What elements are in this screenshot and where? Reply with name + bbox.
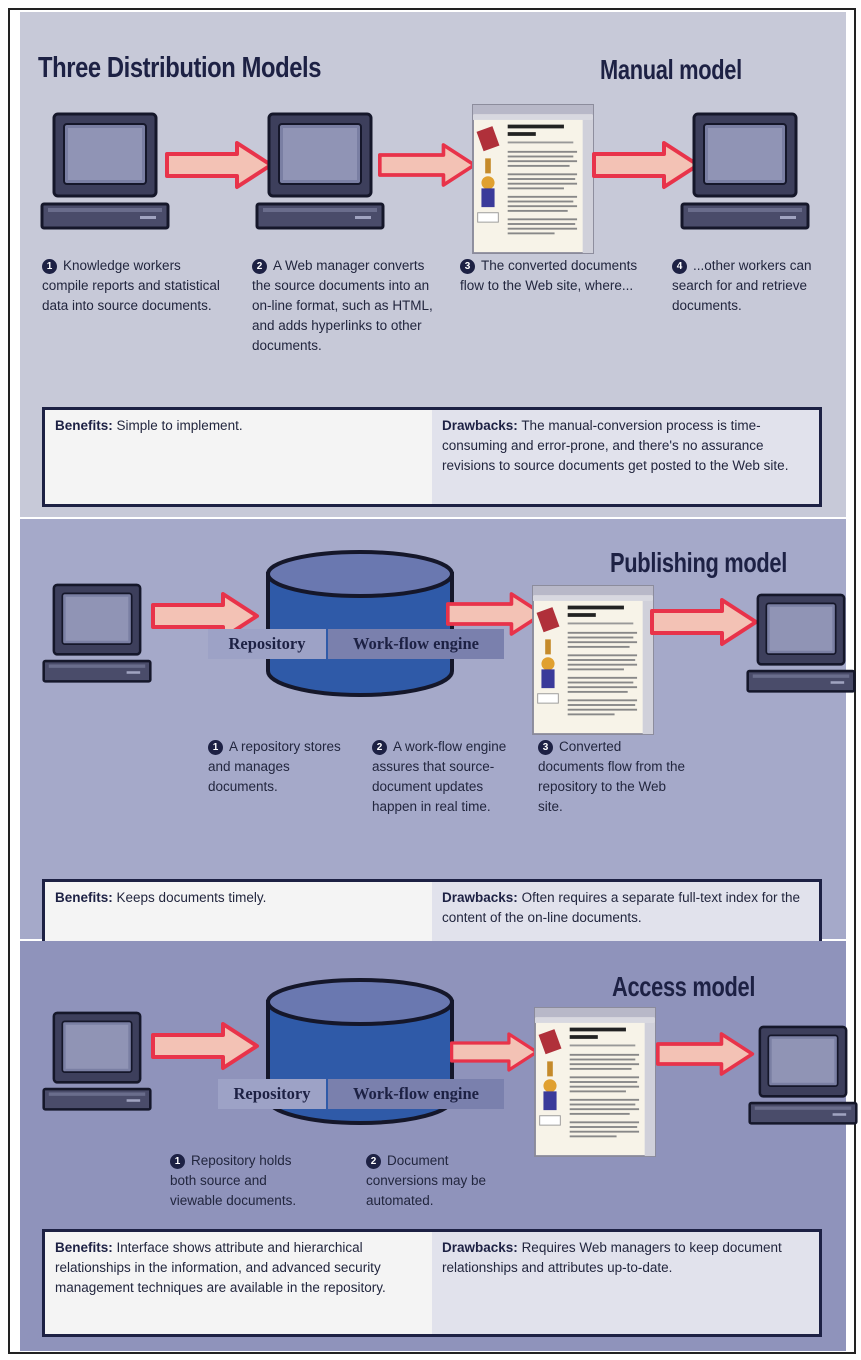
publishing-info-box: Benefits: Keeps documents timely. Drawba… bbox=[42, 879, 822, 947]
step-number-badge: 1 bbox=[170, 1154, 185, 1169]
step-number-badge: 1 bbox=[208, 740, 223, 755]
web-page-icon bbox=[528, 585, 658, 735]
computer-icon bbox=[746, 589, 856, 699]
drawbacks-label: Drawbacks: bbox=[442, 418, 518, 433]
web-page-icon bbox=[468, 104, 598, 254]
manual-step-4: 4...other workers can search for and ret… bbox=[672, 256, 842, 316]
manual-model-title: Manual model bbox=[600, 54, 742, 85]
drawbacks-section: Drawbacks: Often requires a separate ful… bbox=[432, 882, 819, 944]
drawbacks-section: Drawbacks: Requires Web managers to keep… bbox=[432, 1232, 819, 1334]
drawbacks-text: The manual-conversion process is time-co… bbox=[442, 418, 789, 473]
step-text: Repository holds both source and viewabl… bbox=[170, 1153, 297, 1208]
step-number-badge: 2 bbox=[366, 1154, 381, 1169]
step-number-badge: 3 bbox=[460, 259, 475, 274]
step-text: Knowledge workers compile reports and st… bbox=[42, 258, 220, 313]
step-number-badge: 4 bbox=[672, 259, 687, 274]
computer-icon bbox=[680, 112, 810, 232]
drawbacks-text: Often requires a separate full-text inde… bbox=[442, 890, 800, 925]
benefits-section: Benefits: Keeps documents timely. bbox=[45, 882, 432, 944]
publishing-model-title: Publishing model bbox=[610, 547, 788, 578]
drawbacks-label: Drawbacks: bbox=[442, 890, 518, 905]
benefits-label: Benefits: bbox=[55, 418, 113, 433]
diagram-frame: Three Distribution Models Manual model 1… bbox=[8, 8, 856, 1354]
page-title: Three Distribution Models bbox=[38, 52, 322, 84]
repository-cylinder-icon bbox=[265, 549, 455, 699]
computer-icon bbox=[42, 579, 152, 689]
step-number-badge: 3 bbox=[538, 740, 553, 755]
step-text: A Web manager converts the source docume… bbox=[252, 258, 433, 353]
drawbacks-text: Requires Web managers to keep document r… bbox=[442, 1240, 782, 1275]
arrow-icon bbox=[450, 1027, 540, 1077]
drawbacks-label: Drawbacks: bbox=[442, 1240, 518, 1255]
benefits-text: Keeps documents timely. bbox=[116, 890, 267, 905]
step-text: A work-flow engine assures that source-d… bbox=[372, 739, 507, 814]
step-text: A repository stores and manages document… bbox=[208, 739, 341, 794]
access-info-box: Benefits: Interface shows attribute and … bbox=[42, 1229, 822, 1337]
computer-icon bbox=[255, 112, 385, 232]
manual-info-box: Benefits: Simple to implement. Drawbacks… bbox=[42, 407, 822, 507]
step-text: Converted documents flow from the reposi… bbox=[538, 739, 686, 814]
arrow-icon bbox=[378, 140, 478, 190]
step-text: ...other workers can search for and retr… bbox=[672, 258, 812, 313]
arrow-icon bbox=[650, 597, 760, 647]
drawbacks-section: Drawbacks: The manual-conversion process… bbox=[432, 410, 819, 504]
arrow-icon bbox=[146, 1021, 266, 1071]
access-model-panel: Access model Repository Work-flow engine… bbox=[20, 941, 846, 1351]
step-number-badge: 1 bbox=[42, 259, 57, 274]
step-number-badge: 2 bbox=[372, 740, 387, 755]
benefits-section: Benefits: Interface shows attribute and … bbox=[45, 1232, 432, 1334]
arrow-icon bbox=[656, 1029, 756, 1079]
step-number-badge: 2 bbox=[252, 259, 267, 274]
step-text: Document conversions may be automated. bbox=[366, 1153, 487, 1208]
publishing-model-panel: Publishing model Repository Work-flow en… bbox=[20, 519, 846, 947]
benefits-label: Benefits: bbox=[55, 1240, 113, 1255]
computer-icon bbox=[42, 1007, 152, 1117]
work-flow-engine-label: Work-flow engine bbox=[328, 1079, 504, 1109]
repository-label: Repository bbox=[208, 629, 326, 659]
computer-icon bbox=[40, 112, 170, 232]
benefits-section: Benefits: Simple to implement. bbox=[45, 410, 432, 504]
benefits-text: Simple to implement. bbox=[116, 418, 243, 433]
benefits-label: Benefits: bbox=[55, 890, 113, 905]
computer-icon bbox=[748, 1021, 858, 1131]
manual-model-panel: Three Distribution Models Manual model 1… bbox=[20, 12, 846, 517]
work-flow-engine-label: Work-flow engine bbox=[328, 629, 504, 659]
repository-label: Repository bbox=[218, 1079, 326, 1109]
benefits-text: Interface shows attribute and hierarchic… bbox=[55, 1240, 386, 1295]
web-page-icon bbox=[530, 1007, 660, 1157]
access-model-title: Access model bbox=[612, 971, 756, 1002]
step-text: The converted documents flow to the Web … bbox=[460, 258, 638, 293]
